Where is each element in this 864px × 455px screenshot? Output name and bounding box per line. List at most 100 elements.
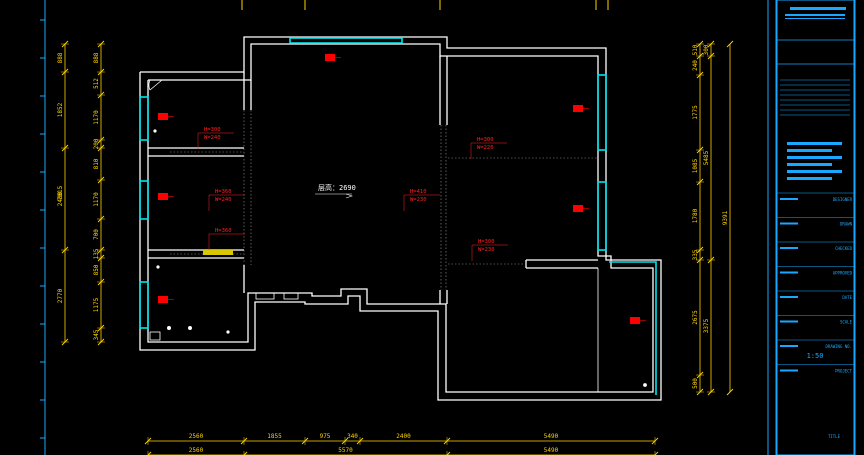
dimension-label: 3375 <box>703 318 710 333</box>
dimension-label: 512 <box>93 78 100 89</box>
dimension-label: 1175 <box>93 297 100 312</box>
dimension-label: 1170 <box>93 192 100 207</box>
ac-unit-icon <box>573 205 583 212</box>
ac-unit-markers <box>158 54 646 324</box>
title-block-row-label: CHECKED <box>835 246 852 251</box>
dimension-label: 300 <box>703 44 710 55</box>
title-block-row-label: SCALE <box>840 320 853 325</box>
dimension-label: 5490 <box>544 433 559 440</box>
dimension-tick <box>446 451 451 455</box>
dimension-label: 850 <box>93 264 100 275</box>
title-block-row-mark <box>780 271 798 274</box>
title-block-row-label: DRAWING NO. <box>826 344 853 349</box>
ceiling-height-text: 层高：2690 <box>318 183 356 192</box>
dimension-total-right: 9391 <box>722 210 729 225</box>
dimension-label: 700 <box>93 229 100 240</box>
fixture-dot <box>226 330 230 334</box>
title-block-bar <box>787 163 832 166</box>
fixture-dot <box>153 129 157 133</box>
windows <box>139 37 657 395</box>
title-block-scale: 1:50 <box>807 352 824 360</box>
dimension-label: 340 <box>347 433 358 440</box>
dimension-tick <box>726 40 734 48</box>
room-label-height: H=300 <box>204 127 221 133</box>
door-swing <box>148 79 163 91</box>
frame-ticks-left <box>40 19 45 439</box>
fixture-dot <box>166 325 171 330</box>
title-block-bar <box>790 7 846 10</box>
fixtures <box>149 129 647 387</box>
fixture-dot <box>156 265 160 269</box>
fixture-dot <box>643 383 647 387</box>
dimension-label: 5485 <box>703 150 710 165</box>
room-label-width: W=230 <box>478 247 495 253</box>
dimension-label: 345 <box>93 329 100 340</box>
dimension-label: 200 <box>93 138 100 149</box>
dimension-label: 1852 <box>57 102 64 117</box>
dimension-label: 1855 <box>267 433 282 440</box>
title-block-row-mark <box>780 222 798 225</box>
fixture-dot <box>187 325 192 330</box>
dimension-total-left: 7815 <box>57 185 64 200</box>
ac-unit-icon <box>573 105 583 112</box>
dimension-tick <box>147 451 152 455</box>
title-block: DESIGNERDRAWNCHECKEDAPPROVEDDATESCALEDRA… <box>776 0 855 455</box>
title-block-row-mark <box>780 296 798 298</box>
ac-unit-icon <box>158 296 168 303</box>
dimension-tick <box>654 451 659 455</box>
kitchen-sink <box>283 292 299 300</box>
dimension-label: 2560 <box>189 447 204 454</box>
dimension-lines: 8881852248027707815888512117020081011707… <box>57 40 734 455</box>
room-label-height: H=300 <box>477 137 494 143</box>
ac-unit-icon <box>158 113 168 120</box>
inner-wall <box>147 43 654 393</box>
title-block-bar <box>787 170 842 173</box>
dimension-label: 888 <box>93 52 100 63</box>
dimension-label: 1780 <box>692 208 699 223</box>
title-block-row-mark <box>780 345 798 347</box>
dimension-label: 5570 <box>338 447 353 454</box>
walls <box>139 36 662 401</box>
highlight-tag <box>203 250 233 255</box>
title-block-row-label: DESIGNER <box>833 197 853 202</box>
dimension-tick <box>243 451 248 455</box>
room-label-height: H=410 <box>410 189 427 195</box>
window <box>609 261 657 395</box>
dimension-label: 2480 <box>57 191 64 206</box>
window <box>139 180 149 220</box>
title-block-bar <box>785 14 845 16</box>
window <box>139 96 149 141</box>
title-block-row-mark <box>780 369 798 372</box>
room-label-width: W=230 <box>410 197 427 203</box>
title-block-bar <box>787 177 832 180</box>
title-block-row-label: DATE <box>842 295 852 300</box>
room-label-height: H=360 <box>215 189 232 195</box>
title-block-header-lines <box>777 7 854 180</box>
title-block-row-label: DRAWN <box>840 222 853 227</box>
title-block-row-mark <box>780 247 798 249</box>
dimension-label: 1775 <box>692 105 699 120</box>
title-block-bar <box>787 142 842 145</box>
dimension-label: 2770 <box>57 288 64 303</box>
room-label-width: W=220 <box>477 145 494 151</box>
window <box>597 74 607 151</box>
ceiling-height-label: 层高：2690 <box>315 183 356 199</box>
sheet-frame <box>40 0 856 455</box>
dimension-label: 975 <box>320 433 331 440</box>
ac-unit-icon <box>158 193 168 200</box>
ac-unit-icon <box>325 54 335 61</box>
room-label-height: H=360 <box>215 228 232 234</box>
dimension-label: 888 <box>57 52 64 63</box>
dimension-label: 135 <box>93 248 100 259</box>
room-labels: H=300W=240H=360W=240H=360H=300W=220H=410… <box>197 127 508 261</box>
room-label-height: H=300 <box>478 239 495 245</box>
kitchen-counter <box>255 292 275 300</box>
window <box>289 37 403 44</box>
room-label-width: W=240 <box>215 197 232 203</box>
dimension-tick <box>726 388 734 396</box>
dimension-label: 810 <box>93 158 100 169</box>
dimension-label: 2675 <box>692 310 699 325</box>
title-block-row-mark <box>780 198 798 200</box>
outer-wall <box>139 36 662 401</box>
